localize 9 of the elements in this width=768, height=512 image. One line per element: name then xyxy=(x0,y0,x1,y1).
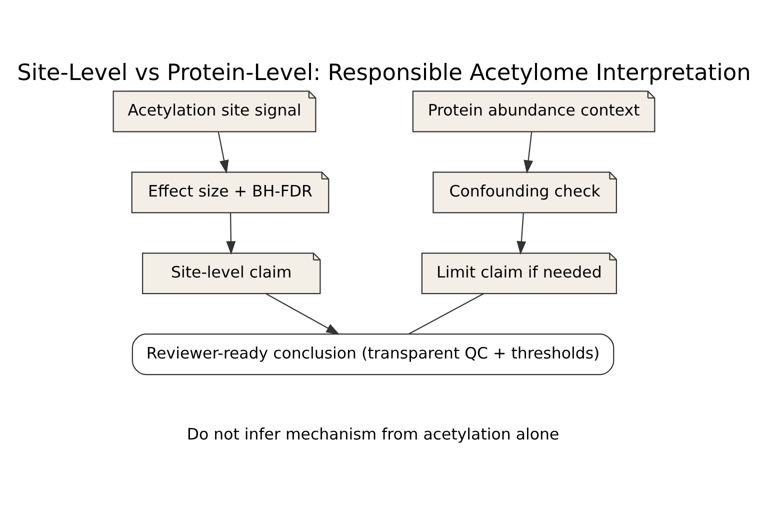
label: Do not infer mechanism from acetylation alone xyxy=(186,424,560,443)
node-box: Reviewer-ready conclusion (transparent QC + thresholds) xyxy=(132,333,614,375)
arrow xyxy=(266,292,340,334)
arrow xyxy=(218,131,229,174)
arrow xyxy=(524,131,534,174)
connector xyxy=(408,292,484,334)
arrow xyxy=(516,212,526,254)
diagram-title: Site-Level vs Protein-Level: Responsible Acetylome Interpretation xyxy=(17,59,751,86)
arrow xyxy=(226,212,236,254)
